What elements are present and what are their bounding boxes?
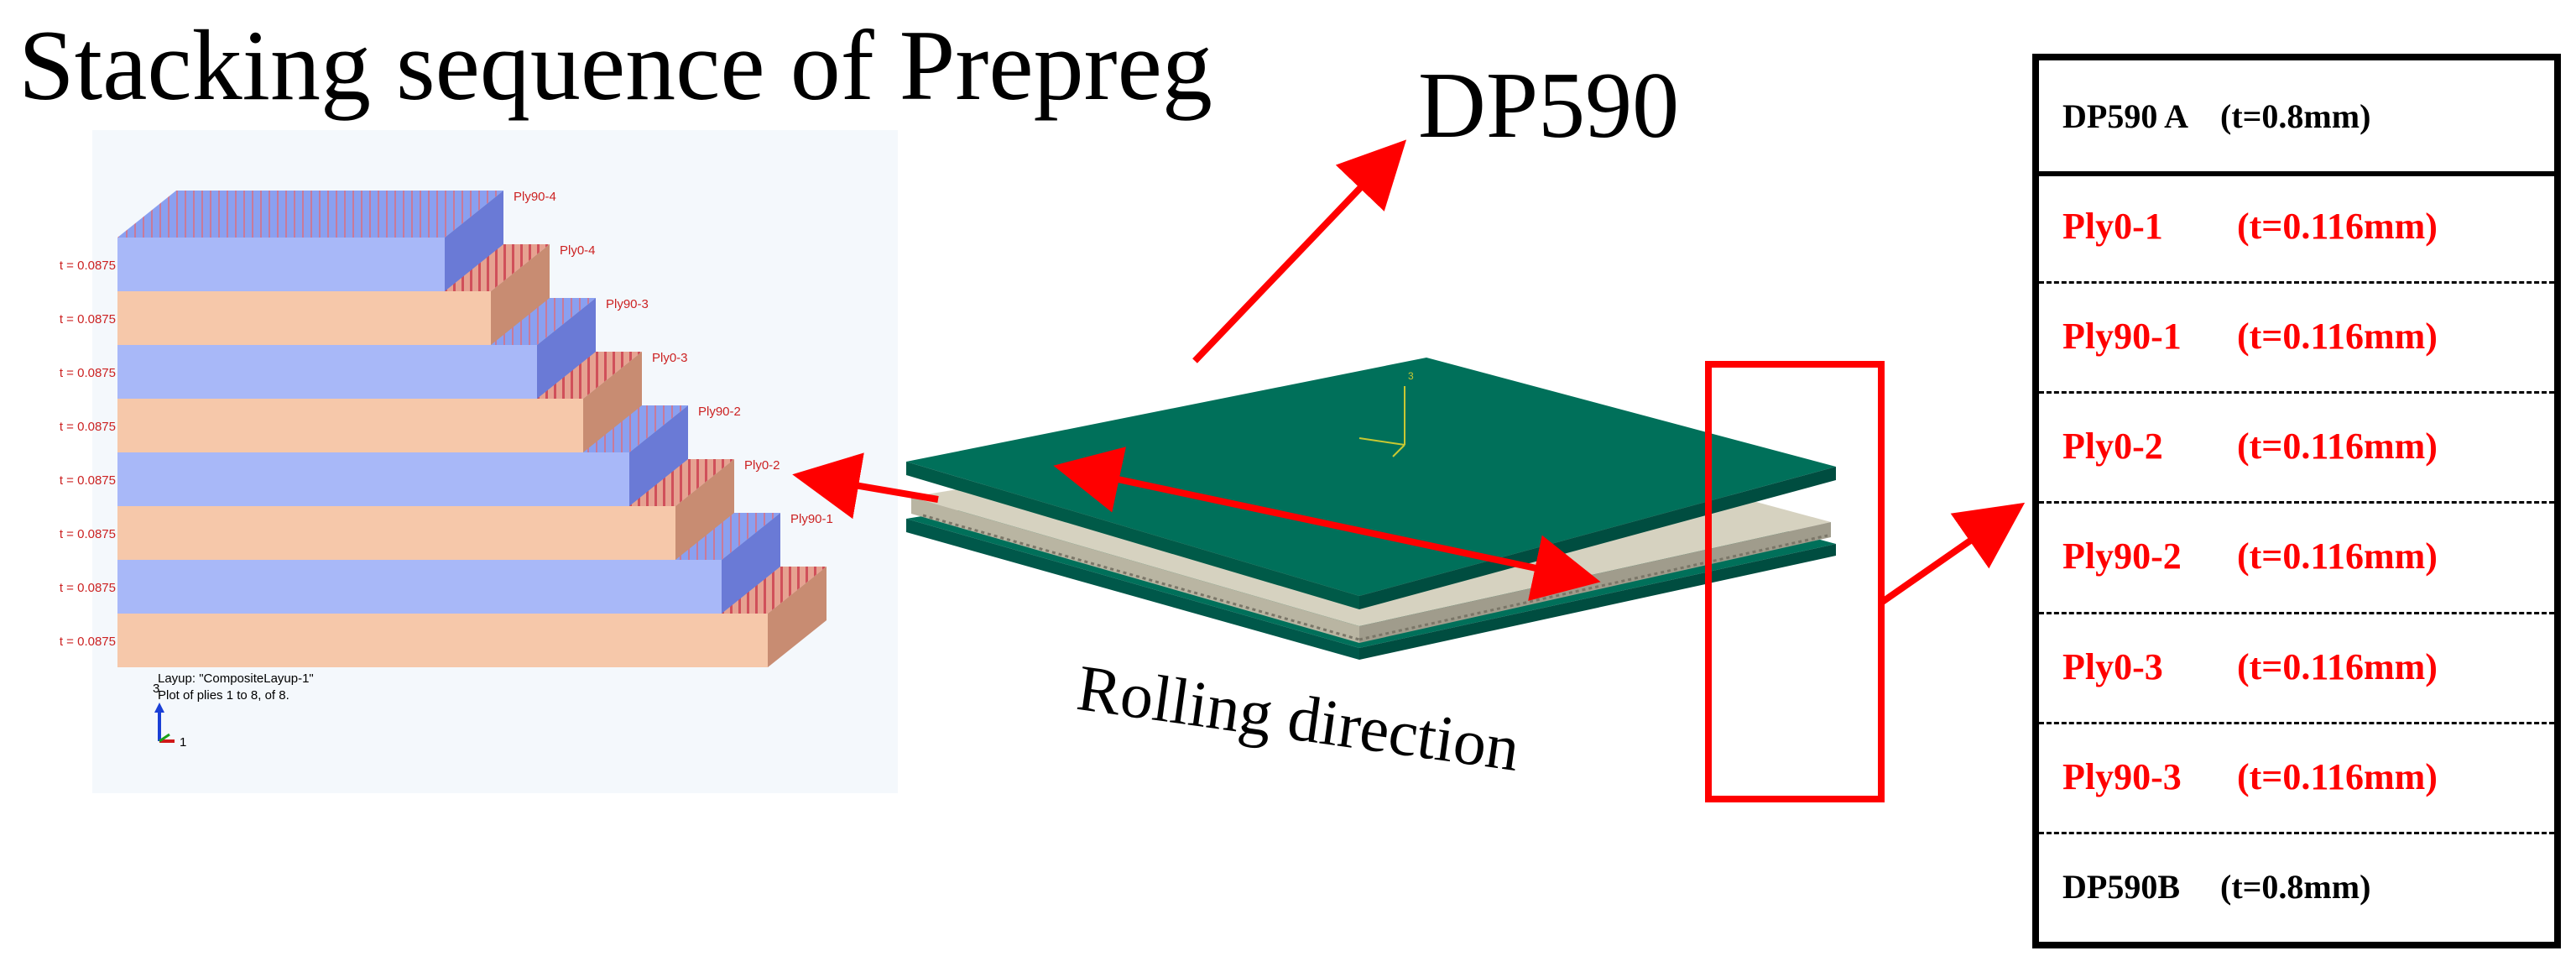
layer-name: Ply90-2 — [2062, 536, 2182, 577]
thickness-label: t = 0.0875 — [60, 366, 116, 380]
ply-label: Ply90-2 — [698, 405, 741, 419]
staircase-ply-front — [117, 345, 537, 399]
ply-label: Ply0-3 — [652, 351, 688, 365]
arrow-to-staircase — [792, 452, 939, 520]
staircase-ply-front — [117, 560, 722, 614]
layer-row: Ply90-2 (t=0.116mm) — [2039, 501, 2554, 611]
row-separator — [2039, 391, 2554, 394]
layer-thickness: (t=0.116mm) — [2237, 645, 2438, 687]
triad-label-1: 1 — [180, 735, 186, 750]
ply-label: Ply0-2 — [744, 458, 780, 473]
layer-thickness: (t=0.116mm) — [2237, 755, 2438, 797]
plate-axis-label: 3 — [1408, 370, 1414, 382]
layer-table: DP590 A(t=0.8mm)Ply0-1(t=0.116mm)Ply90-1… — [2032, 54, 2561, 948]
ply-label: Ply90-3 — [606, 297, 649, 311]
triad-icon: 3 1 — [153, 682, 186, 750]
staircase-ply-front — [117, 452, 629, 506]
layer-name: Ply0-2 — [2062, 426, 2163, 468]
staircase-ply-top — [117, 191, 503, 238]
staircase-ply-front — [117, 291, 491, 345]
layer-row: DP590 A (t=0.8mm) — [2039, 60, 2554, 171]
layer-name: DP590 A — [2062, 97, 2188, 135]
thickness-label: t = 0.0875 — [60, 635, 116, 649]
layer-thickness: (t=0.116mm) — [2237, 206, 2438, 248]
layer-thickness: (t=0.8mm) — [2220, 867, 2371, 906]
staircase-ply-side — [722, 513, 780, 614]
layer-thickness: (t=0.116mm) — [2237, 426, 2438, 468]
staircase-ply-side — [629, 405, 688, 506]
layer-name: Ply0-1 — [2062, 206, 2163, 248]
arrow-to-dp590 — [1192, 139, 1407, 363]
staircase-ply-side — [583, 352, 642, 452]
layer-name: Ply90-1 — [2062, 316, 2182, 358]
diagram-title: Stacking sequence of Prepreg — [18, 9, 1212, 121]
layer-row: DP590B (t=0.8mm) — [2039, 832, 2554, 942]
thickness-label: t = 0.0875 — [60, 420, 116, 434]
ply-label: Ply90-4 — [514, 190, 556, 204]
layup-caption-2: Plot of plies 1 to 8, of 8. — [158, 688, 289, 703]
triad-label-3: 3 — [153, 682, 159, 696]
layer-name: Ply0-3 — [2062, 645, 2163, 687]
staircase-ply-side — [445, 191, 503, 291]
thickness-label: t = 0.0875 — [60, 527, 116, 541]
section-highlight-box — [1705, 361, 1885, 802]
dp590-label: DP590 — [1418, 54, 1680, 158]
staircase-ply-front — [117, 506, 675, 560]
row-separator — [2039, 281, 2554, 285]
staircase-ply-front — [117, 238, 445, 291]
staircase-ply-front — [117, 614, 768, 667]
thickness-label: t = 0.0875 — [60, 473, 116, 488]
layer-name: DP590B — [2062, 867, 2180, 906]
layer-row: Ply0-3 (t=0.116mm) — [2039, 612, 2554, 722]
row-separator — [2039, 611, 2554, 614]
layup-caption-1: Layup: "CompositeLayup-1" — [158, 671, 314, 686]
row-separator — [2039, 831, 2554, 834]
layer-row: Ply90-1 (t=0.116mm) — [2039, 281, 2554, 391]
layer-row: Ply0-2 (t=0.116mm) — [2039, 391, 2554, 501]
layer-thickness: (t=0.116mm) — [2237, 536, 2438, 577]
row-separator — [2039, 501, 2554, 504]
layer-row: Ply90-3 (t=0.116mm) — [2039, 722, 2554, 832]
layer-thickness: (t=0.116mm) — [2237, 316, 2438, 358]
staircase-ply-side — [537, 298, 596, 399]
layer-thickness: (t=0.8mm) — [2220, 97, 2371, 135]
arrow-to-layer-table — [1879, 502, 2026, 606]
staircase-ply-side — [768, 567, 827, 667]
staircase-ply-side — [675, 459, 734, 560]
layer-row: Ply0-1 (t=0.116mm) — [2039, 171, 2554, 281]
rolling-direction-arrow — [1053, 447, 1601, 601]
thickness-label: t = 0.0875 — [60, 312, 116, 327]
staircase-ply-side — [491, 244, 550, 345]
staircase-ply-front — [117, 399, 583, 452]
thickness-label: t = 0.0875 — [60, 259, 116, 273]
ply-label: Ply0-4 — [560, 243, 596, 258]
thickness-label: t = 0.0875 — [60, 581, 116, 595]
layer-name: Ply90-3 — [2062, 755, 2182, 797]
ply-staircase: Ply90-4Ply0-4Ply90-3Ply0-3Ply90-2Ply0-2P… — [60, 130, 898, 793]
row-separator — [2039, 171, 2554, 176]
row-separator — [2039, 721, 2554, 724]
